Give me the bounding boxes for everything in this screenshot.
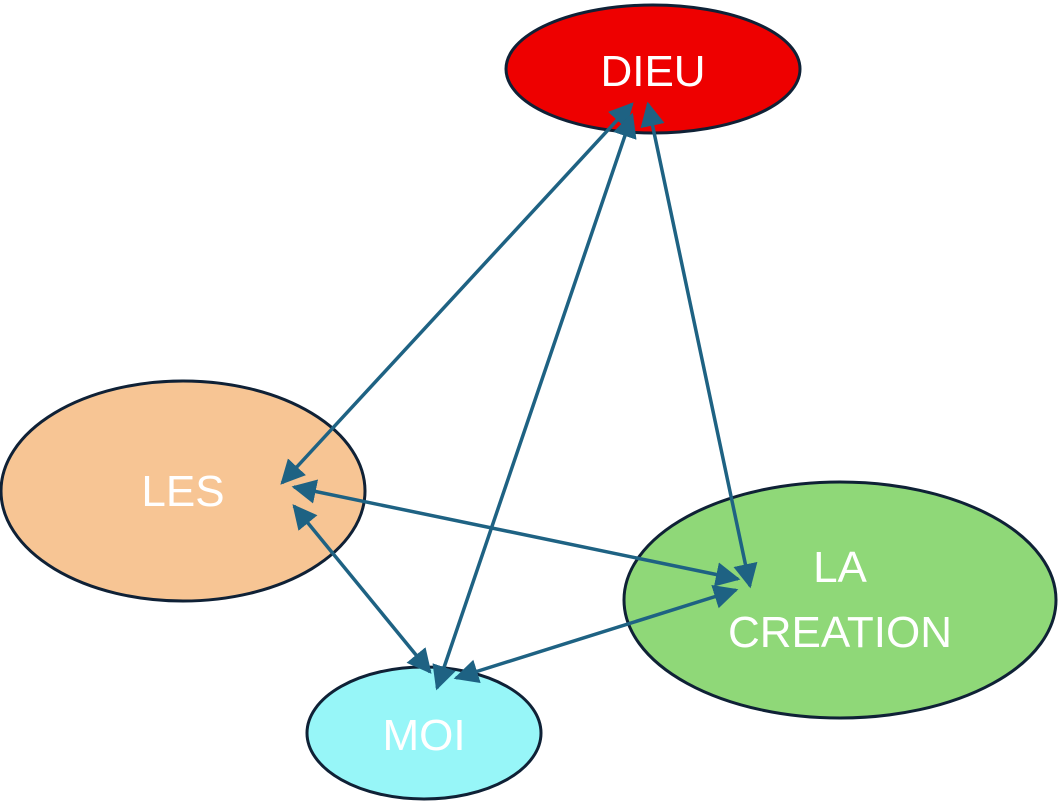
node-les-label: LES <box>141 467 224 516</box>
edge-dieu-moi <box>432 112 637 691</box>
node-moi-label: MOI <box>382 711 465 760</box>
node-moi: MOI <box>305 665 543 801</box>
edge-les-creation <box>291 479 741 587</box>
node-creation-label-line2: CREATION <box>728 608 952 657</box>
node-dieu-label: DIEU <box>600 47 705 96</box>
edge-moi-creation <box>453 584 739 684</box>
edge-dieu-les <box>280 102 634 485</box>
edge-les-moi <box>292 504 432 674</box>
node-creation: LA CREATION <box>622 480 1058 720</box>
node-dieu: DIEU <box>504 3 802 135</box>
node-creation-shape <box>622 480 1058 720</box>
node-creation-label-line1: LA <box>813 543 867 592</box>
